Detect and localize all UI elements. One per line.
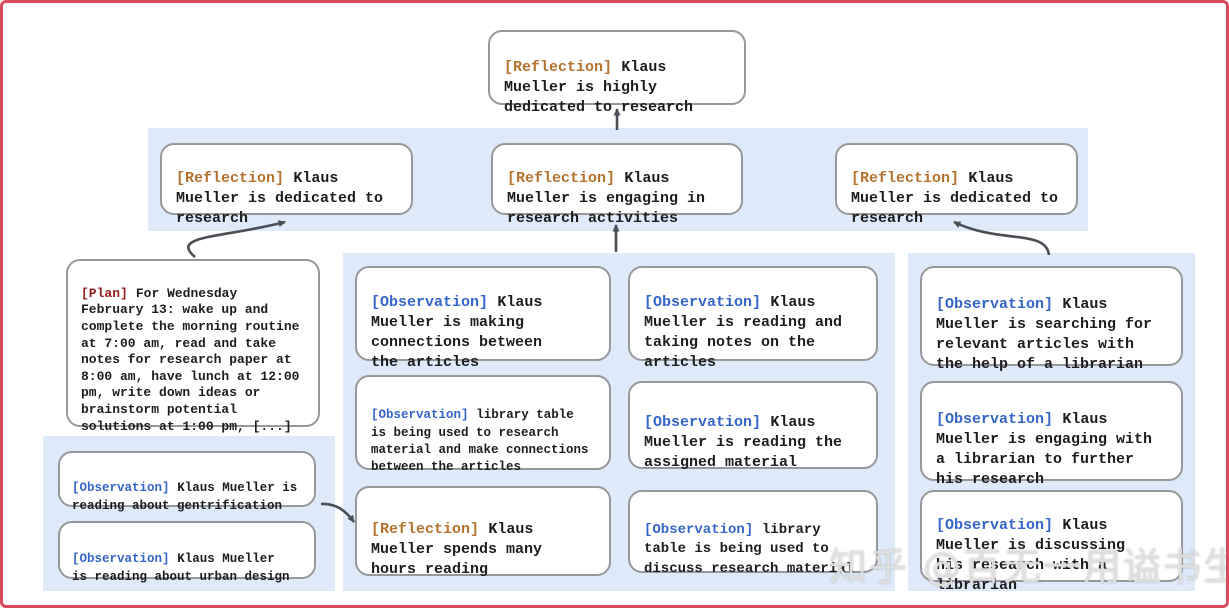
node-obs-library-discuss: [Observation]library table is being used… bbox=[628, 490, 878, 577]
node-text: library table is being used to research … bbox=[371, 408, 589, 474]
node-reflection-middle: [Reflection]Klaus Mueller is engaging in… bbox=[491, 143, 743, 227]
node-obs-engaging-librarian: [Observation]Klaus Mueller is engaging w… bbox=[920, 381, 1183, 488]
node-obs-urban-design: [Observation]Klaus Mueller is reading ab… bbox=[58, 521, 316, 584]
reflection-tag: [Reflection] bbox=[851, 169, 960, 187]
observation-tag: [Observation] bbox=[371, 293, 489, 311]
node-reflection-left: [Reflection]Klaus Mueller is dedicated t… bbox=[160, 143, 413, 227]
observation-tag: [Observation] bbox=[644, 521, 754, 538]
node-text: Klaus Mueller spends many hours reading bbox=[371, 520, 543, 578]
node-obs-library-research: [Observation]library table is being used… bbox=[355, 375, 611, 474]
node-plan: [Plan]For Wednesday February 13: wake up… bbox=[66, 259, 320, 434]
node-text: Klaus Mueller is dedicated to research bbox=[176, 169, 384, 227]
node-text: Klaus Mueller is reading the assigned ma… bbox=[644, 413, 843, 471]
reflection-tag: [Reflection] bbox=[176, 169, 285, 187]
node-text: Klaus Mueller is discussing his research… bbox=[936, 516, 1126, 594]
node-obs-assigned-material: [Observation]Klaus Mueller is reading th… bbox=[628, 381, 878, 471]
observation-tag: [Observation] bbox=[72, 552, 170, 567]
plan-tag: [Plan] bbox=[81, 285, 128, 301]
reflection-tag: [Reflection] bbox=[507, 169, 616, 187]
node-reflection-hours: [Reflection]Klaus Mueller spends many ho… bbox=[355, 486, 611, 578]
node-text: Klaus Mueller is dedicated to research bbox=[851, 169, 1059, 227]
node-obs-searching-articles: [Observation]Klaus Mueller is searching … bbox=[920, 266, 1183, 373]
node-text: Klaus Mueller is searching for relevant … bbox=[936, 295, 1153, 373]
reflection-tag: [Reflection] bbox=[371, 520, 480, 538]
node-text: Klaus Mueller is reading and taking note… bbox=[644, 293, 843, 371]
node-text: Klaus Mueller is making connections betw… bbox=[371, 293, 543, 371]
node-reflection-top: [Reflection]Klaus Mueller is highly dedi… bbox=[488, 30, 746, 116]
observation-tag: [Observation] bbox=[644, 413, 762, 431]
node-obs-connections: [Observation]Klaus Mueller is making con… bbox=[355, 266, 611, 371]
node-reflection-right: [Reflection]Klaus Mueller is dedicated t… bbox=[835, 143, 1078, 227]
node-obs-gentrification: [Observation]Klaus Mueller is reading ab… bbox=[58, 451, 316, 513]
node-text: For Wednesday February 13: wake up and c… bbox=[81, 285, 300, 434]
node-text: library table is being used to discuss r… bbox=[644, 521, 855, 577]
node-text: Klaus Mueller is engaging in research ac… bbox=[507, 169, 706, 227]
node-obs-taking-notes: [Observation]Klaus Mueller is reading an… bbox=[628, 266, 878, 371]
observation-tag: [Observation] bbox=[936, 410, 1054, 428]
node-text: Klaus Mueller is reading about gentrific… bbox=[72, 481, 298, 514]
observation-tag: [Observation] bbox=[936, 516, 1054, 534]
node-text: Klaus Mueller is highly dedicated to res… bbox=[504, 58, 694, 116]
observation-tag: [Observation] bbox=[371, 408, 469, 423]
reflection-tag: [Reflection] bbox=[504, 58, 613, 76]
observation-tag: [Observation] bbox=[644, 293, 762, 311]
node-obs-discussing-research: [Observation]Klaus Mueller is discussing… bbox=[920, 490, 1183, 594]
node-text: Klaus Mueller is reading about urban des… bbox=[72, 552, 290, 585]
node-text: Klaus Mueller is engaging with a librari… bbox=[936, 410, 1153, 488]
observation-tag: [Observation] bbox=[72, 481, 170, 496]
observation-tag: [Observation] bbox=[936, 295, 1054, 313]
zhihu-watermark: 知乎 @百无一用谥书生 bbox=[829, 545, 1229, 589]
